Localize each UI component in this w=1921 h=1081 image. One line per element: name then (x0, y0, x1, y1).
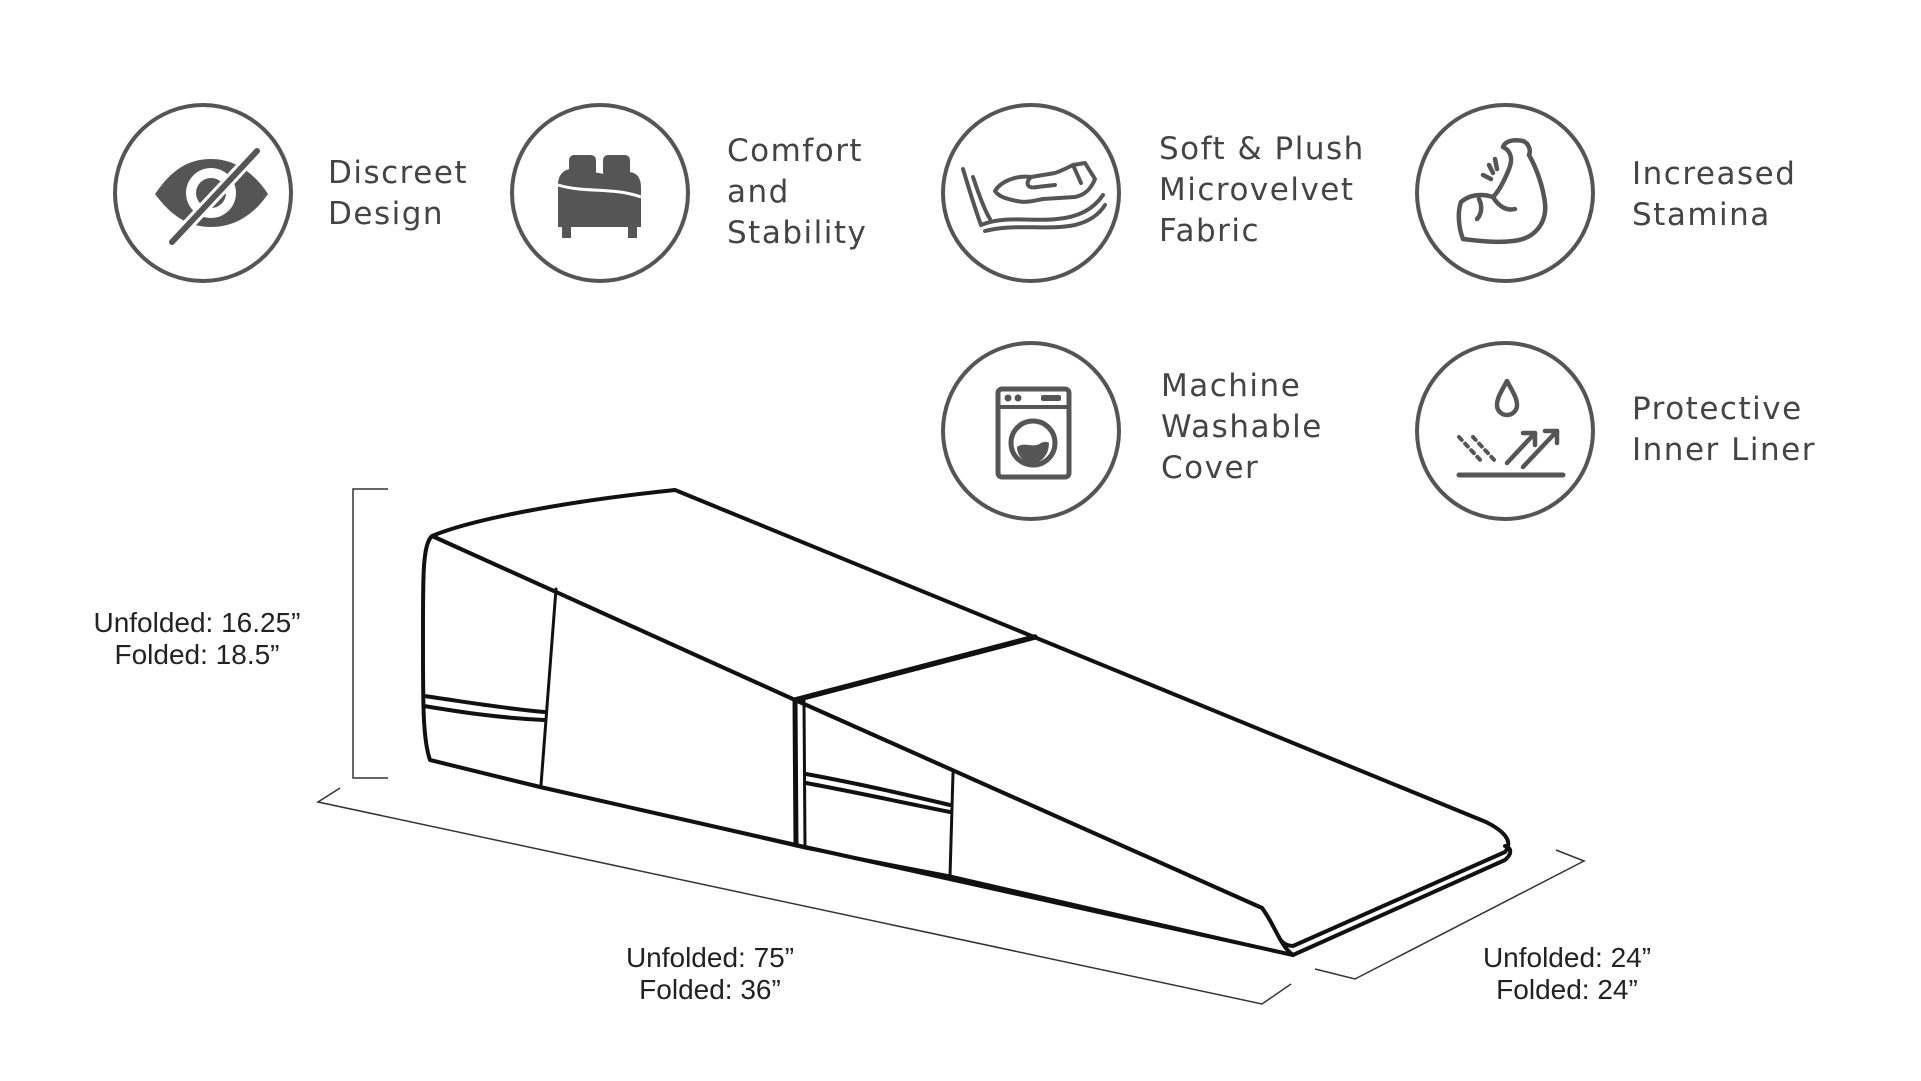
feature-label: Machine Washable Cover (1161, 368, 1323, 486)
width-folded: Folded: 24” (1496, 974, 1638, 1005)
waterproof-layer-icon (1456, 378, 1566, 478)
hand-fabric-icon (961, 161, 1107, 233)
wedge-body (420, 488, 1513, 957)
length-dimension-label: Unfolded: 75” Folded: 36” (599, 942, 821, 1006)
bed-icon (557, 155, 642, 238)
feature-circle (113, 103, 293, 283)
handle-strap-left (422, 694, 546, 722)
washing-machine-icon (995, 386, 1072, 480)
length-folded: Folded: 36” (639, 974, 781, 1005)
length-unfolded: Unfolded: 75” (625, 942, 795, 973)
feature-circle (1415, 103, 1595, 283)
height-folded: Folded: 18.5” (114, 639, 280, 670)
height-unfolded: Unfolded: 16.25” (93, 607, 301, 638)
feature-circle (941, 341, 1121, 521)
feature-label: Soft & Plush Microvelvet Fabric (1159, 131, 1365, 249)
height-dimension-label: Unfolded: 16.25” Folded: 18.5” (86, 607, 308, 671)
feature-label: Comfort and Stability (727, 133, 868, 251)
height-dimension-line (352, 488, 388, 779)
feature-circle (941, 103, 1121, 283)
length-dimension-line (316, 787, 1292, 1005)
feature-label: Discreet Design (328, 155, 469, 232)
feature-circle (510, 103, 690, 283)
handle-strap-right (804, 772, 952, 814)
width-dimension-label: Unfolded: 24” Folded: 24” (1456, 942, 1678, 1006)
feature-circle (1415, 341, 1595, 521)
flexed-arm-icon (1456, 138, 1548, 245)
feature-label: Protective Inner Liner (1632, 391, 1816, 468)
feature-label: Increased Stamina (1632, 156, 1797, 233)
width-dimension-line (1314, 849, 1586, 980)
eye-slash-icon (155, 145, 268, 248)
width-unfolded: Unfolded: 24” (1482, 942, 1652, 973)
